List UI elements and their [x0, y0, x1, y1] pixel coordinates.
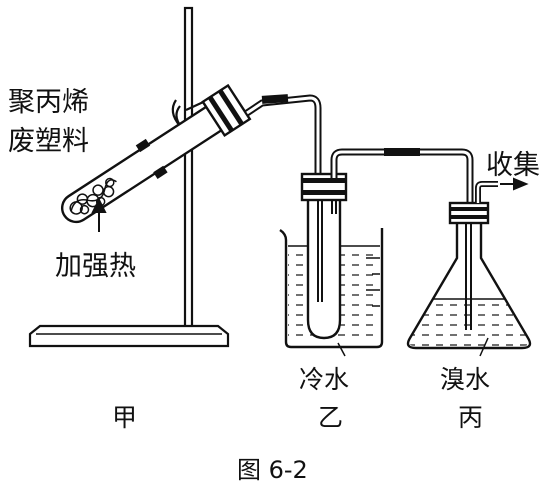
figure-caption: 图 6-2	[237, 456, 308, 484]
delivery-tube-2	[330, 148, 474, 208]
flask-stopper	[448, 201, 490, 225]
stand-base	[28, 324, 230, 348]
stand-rod	[183, 6, 194, 330]
u-tube	[300, 172, 348, 340]
label-plastic-line2: 废塑料	[8, 126, 89, 157]
label-cold-water: 冷水	[299, 365, 349, 394]
label-bromine-water: 溴水	[440, 365, 490, 394]
label-heat: 加强热	[55, 251, 136, 282]
label-plastic-line1: 聚丙烯	[8, 87, 89, 118]
conical-flask	[406, 181, 532, 350]
label-collect: 收集	[486, 150, 540, 181]
rubber-joint-1	[261, 94, 289, 104]
delivery-tube-1	[245, 94, 322, 178]
collect-arrow	[500, 177, 529, 191]
label-apparatus-c: 丙	[458, 403, 483, 432]
rubber-joint-2	[384, 148, 420, 156]
bromine-water	[409, 299, 529, 346]
heat-arrow	[91, 197, 107, 232]
label-apparatus-b: 乙	[318, 403, 343, 432]
test-tube	[61, 83, 252, 224]
u-tube-stopper	[300, 172, 348, 202]
label-apparatus-a: 甲	[112, 403, 137, 432]
leader-lines	[337, 337, 489, 357]
iron-stand	[28, 6, 230, 348]
